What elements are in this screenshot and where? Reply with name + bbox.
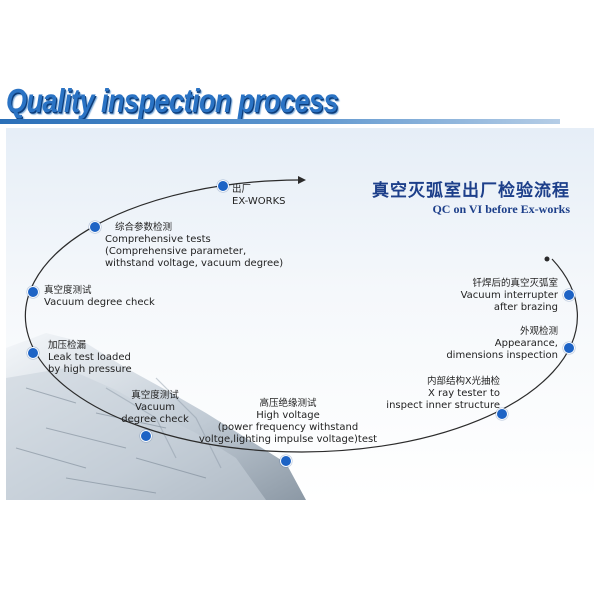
step-en-line: by high pressure bbox=[48, 364, 132, 375]
arrow-head-icon bbox=[298, 176, 306, 184]
step-en-line: voltge,lighting impulse voltage)test bbox=[198, 434, 378, 445]
step-ex-works: 出厂 EX-WORKS bbox=[232, 184, 286, 208]
step-leak-test: 加压检漏 Leak test loaded by high pressure bbox=[48, 340, 132, 376]
step-en-line: withstand voltage, vacuum degree) bbox=[105, 258, 284, 269]
step-en-line: Vacuum interrupter bbox=[460, 290, 558, 301]
step-cn-label: 真空度测试 bbox=[44, 285, 92, 296]
step-cn-label: 高压绝缘测试 bbox=[259, 398, 317, 409]
start-dot bbox=[544, 256, 550, 262]
node-comprehensive-tests bbox=[89, 221, 101, 233]
step-vacuum-degree-check-1: 真空度测试 Vacuum degree check bbox=[44, 285, 155, 309]
heading-underline bbox=[0, 119, 560, 124]
step-en-line: degree check bbox=[121, 414, 189, 425]
node-appearance-inspection bbox=[563, 342, 575, 354]
step-en-line: (Comprehensive parameter, bbox=[105, 246, 247, 257]
process-panel bbox=[6, 128, 594, 500]
node-high-voltage-test bbox=[280, 455, 292, 467]
step-en-line: Vacuum degree check bbox=[44, 297, 155, 308]
step-vacuum-interrupter-brazing: 钎焊后的真空灭弧室 Vacuum interrupter after brazi… bbox=[430, 278, 558, 314]
node-x-ray-inspection bbox=[496, 408, 508, 420]
step-en-line: Appearance, bbox=[494, 338, 558, 349]
node-vacuum-degree-check-1 bbox=[27, 286, 39, 298]
step-en-line: Leak test loaded bbox=[48, 352, 131, 363]
step-cn-label: 综合参数检测 bbox=[115, 222, 173, 233]
step-cn-label: 外观检测 bbox=[519, 326, 558, 337]
step-en-line: High voltage bbox=[256, 410, 320, 421]
step-vacuum-degree-check-2: 真空度测试 Vacuum degree check bbox=[100, 390, 210, 426]
step-en-line: inspect inner structure bbox=[386, 400, 500, 411]
node-leak-test bbox=[27, 347, 39, 359]
node-vacuum-interrupter-brazing bbox=[563, 289, 575, 301]
step-cn-label: 加压检漏 bbox=[48, 340, 87, 351]
step-cn-label: 内部结构X光抽检 bbox=[426, 376, 500, 387]
step-en-line: Vacuum bbox=[134, 402, 176, 413]
step-en-line: X ray tester to bbox=[427, 388, 500, 399]
step-x-ray-inspection: 内部结构X光抽检 X ray tester to inspect inner s… bbox=[360, 376, 500, 412]
page-heading: Quality inspection process bbox=[6, 82, 339, 120]
node-ex-works bbox=[217, 180, 229, 192]
step-en-line: Comprehensive tests bbox=[105, 234, 211, 245]
step-en-line: after brazing bbox=[493, 302, 558, 313]
step-en-line: (power frequency withstand bbox=[217, 422, 359, 433]
step-cn-label: 出厂 bbox=[232, 184, 252, 195]
step-en-line: EX-WORKS bbox=[232, 196, 286, 207]
panel-title-cn: 真空灭弧室出厂检验流程 bbox=[372, 181, 570, 201]
step-cn-label: 真空度测试 bbox=[131, 390, 179, 401]
snow-mountain-background bbox=[6, 333, 306, 500]
panel-title-en: QC on VI before Ex-works bbox=[432, 202, 570, 216]
step-cn-label: 钎焊后的真空灭弧室 bbox=[472, 278, 558, 289]
step-comprehensive-tests: 综合参数检测 Comprehensive tests (Comprehensiv… bbox=[105, 222, 283, 270]
node-vacuum-degree-check-2 bbox=[140, 430, 152, 442]
step-appearance-inspection: 外观检测 Appearance, dimensions inspection bbox=[420, 326, 558, 362]
step-en-line: dimensions inspection bbox=[446, 350, 558, 361]
step-high-voltage-test: 高压绝缘测试 High voltage (power frequency wit… bbox=[188, 398, 388, 446]
